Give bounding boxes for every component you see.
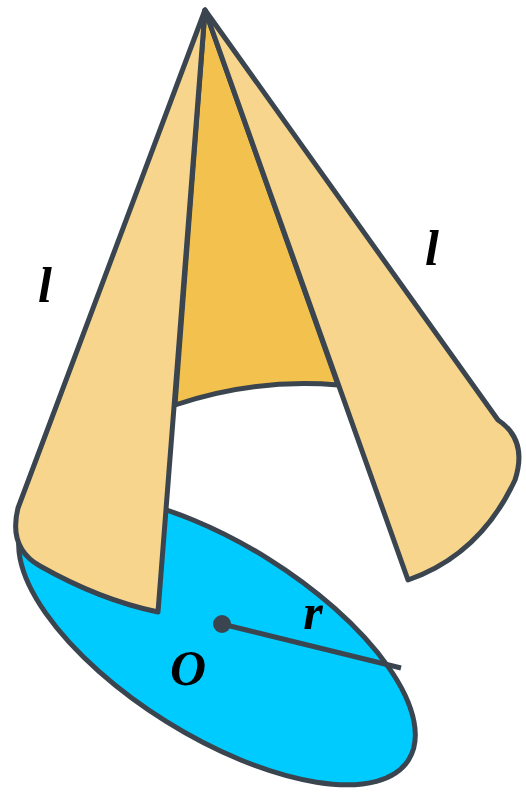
center-label: O: [170, 643, 206, 693]
cone-right-piece: [205, 10, 519, 580]
center-dot: [213, 615, 231, 633]
cone-left-piece: [16, 10, 205, 612]
slant-height-label: l: [425, 223, 439, 273]
slant-height-label: l: [38, 260, 52, 310]
radius-label: r: [303, 587, 322, 637]
